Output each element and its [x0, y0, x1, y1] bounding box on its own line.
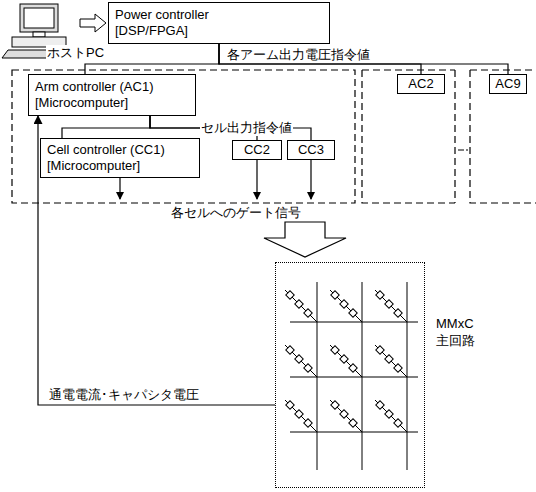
box-text: [Microcomputer] — [35, 95, 128, 111]
arm-region — [12, 70, 536, 203]
box-text: AC2 — [408, 76, 433, 92]
signal-label: 通電電流･キャパシタ電圧 — [48, 387, 200, 403]
box-text: [Microcomputer] — [47, 158, 140, 174]
box-text: AC9 — [495, 76, 520, 92]
connector — [219, 44, 508, 74]
connector — [85, 44, 219, 74]
connector — [219, 44, 421, 74]
box-text: Power controller — [115, 7, 209, 23]
connector — [62, 116, 150, 138]
signal-label: セル出力指令値 — [200, 120, 293, 136]
hollow-arrow — [264, 222, 346, 257]
circuit-label: MMxC 主回路 — [436, 315, 480, 349]
box-text: Cell controller (CC1) — [47, 142, 165, 158]
matrix-cells — [285, 282, 418, 470]
controller-box: AC9 — [489, 74, 527, 94]
controller-box: CC2 — [232, 140, 282, 160]
controller-box: Power controller[DSP/FPGA] — [108, 2, 330, 44]
controller-box: Arm controller (AC1)[Microcomputer] — [28, 74, 196, 116]
hollow-arrow — [80, 14, 106, 32]
box-text: CC2 — [244, 142, 270, 158]
signal-label: 各アーム出力電圧指令値 — [226, 47, 371, 63]
circuit-box: MMxC 主回路 — [275, 262, 425, 488]
controller-box: CC3 — [287, 140, 335, 160]
box-text: Arm controller (AC1) — [35, 79, 153, 95]
box-text: CC3 — [298, 142, 324, 158]
box-text: [DSP/FPGA] — [115, 23, 188, 39]
annotation-label: ホストPC — [46, 45, 105, 61]
annotation-label: 各セルへのゲート信号 — [170, 205, 302, 221]
controller-box: Cell controller (CC1)[Microcomputer] — [40, 138, 200, 178]
connector — [150, 116, 311, 140]
controller-box: AC2 — [397, 74, 445, 94]
